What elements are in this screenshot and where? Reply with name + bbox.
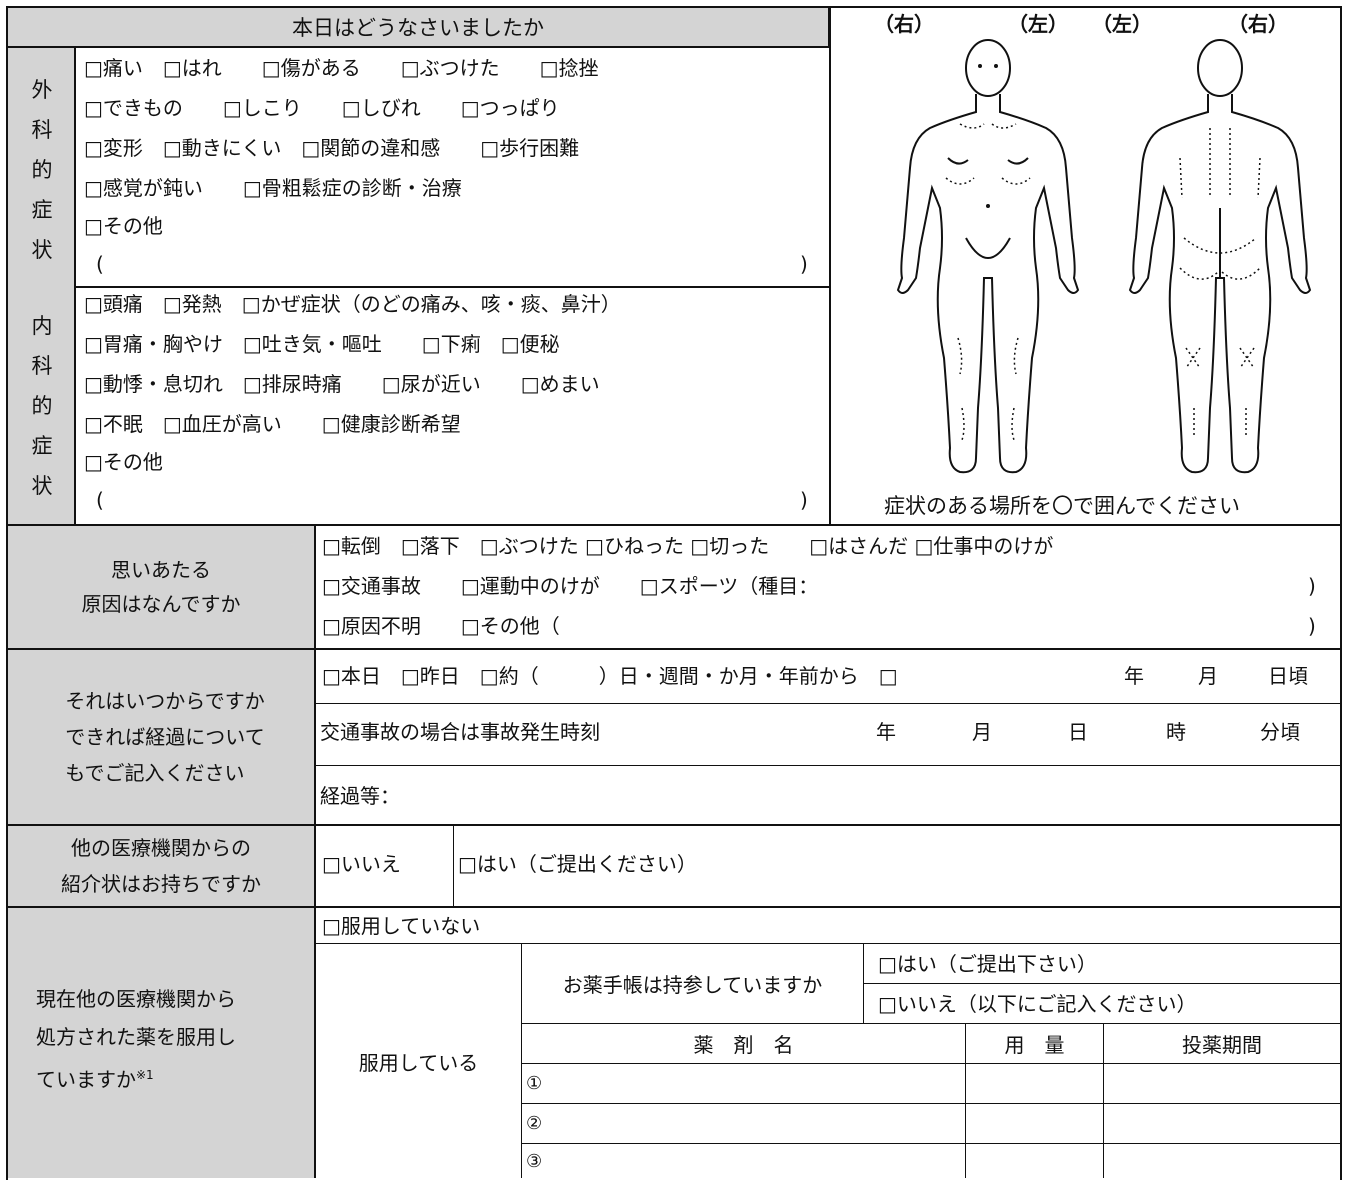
period-cell[interactable] xyxy=(1104,1064,1340,1104)
onset-label-cell: それはいつからですか できれば経過について もでご記入ください xyxy=(8,648,316,824)
internal-paren-open: ( xyxy=(96,488,104,512)
surgical-options-cell: □痛い □はれ □傷がある □ぶつけた □捻挫 □できもの □しこり □しびれ … xyxy=(76,48,830,288)
internal-line-5[interactable]: □その他 xyxy=(84,450,163,474)
referral-label: 他の医療機関からの 紹介状はお持ちですか xyxy=(61,836,261,896)
onset-row-3: 経過等： xyxy=(316,766,1340,824)
surgical-line-5[interactable]: □その他 xyxy=(84,214,163,238)
internal-paren-close: ) xyxy=(800,488,808,512)
onset-row-1: □本日 □昨日 □約（ ）日・週間・か月・年前から □ 年 月 日頃 xyxy=(316,648,1340,704)
surgical-line-2[interactable]: □できもの □しこり □しびれ □つっぱり xyxy=(84,96,560,120)
surgical-label-cell: 外 科 的 症 状 xyxy=(8,48,76,288)
onset-row1-day: 日頃 xyxy=(1268,664,1308,688)
internal-label: 内 科 的 症 状 xyxy=(31,314,53,498)
dose-cell[interactable] xyxy=(966,1064,1104,1104)
not-taking-option[interactable]: □服用していない xyxy=(322,914,481,938)
surgical-paren-close: ) xyxy=(800,252,808,276)
period-header: 投薬期間 xyxy=(1104,1024,1340,1064)
onset-row2-minute: 分頃 xyxy=(1260,720,1300,744)
drug-name-header: 薬 剤 名 xyxy=(522,1024,966,1064)
cause-label-cell: 思いあたる 原因はなんですか xyxy=(8,524,316,648)
header-cell: 本日はどうなさいましたか xyxy=(8,8,830,48)
onset-row2-month: 月 xyxy=(972,720,992,744)
cause-label: 思いあたる 原因はなんですか xyxy=(81,558,241,616)
onset-row2-day: 日 xyxy=(1068,720,1088,744)
referral-no-cell: □いいえ xyxy=(316,824,454,906)
body-figure-panel: （右） （左） （左） （右） xyxy=(830,8,1340,524)
taking-label[interactable]: 服用している xyxy=(358,1050,479,1075)
notebook-yes-option[interactable]: □はい（ご提出下さい） xyxy=(878,952,1097,976)
cause-line-2-close: ) xyxy=(1308,574,1316,598)
notebook-yes-cell: □はい（ご提出下さい） xyxy=(864,944,1340,984)
notebook-question: お薬手帳は持参していますか xyxy=(562,973,823,997)
onset-row1-year: 年 xyxy=(1124,664,1144,688)
onset-label: それはいつからですか できれば経過について もでご記入ください xyxy=(65,689,265,785)
cause-line-3-close: ) xyxy=(1308,614,1316,638)
row-number: ③ xyxy=(526,1151,543,1172)
dose-header: 用 量 xyxy=(966,1024,1104,1064)
taking-cell: 服用している xyxy=(316,944,522,1178)
table-row[interactable]: ② xyxy=(522,1104,966,1144)
notebook-no-cell: □いいえ（以下にご記入ください） xyxy=(864,984,1340,1024)
internal-other-field[interactable] xyxy=(116,480,796,520)
table-row[interactable]: ① xyxy=(522,1064,966,1104)
dose-cell[interactable] xyxy=(966,1144,1104,1178)
onset-row1-month: 月 xyxy=(1198,664,1218,688)
notebook-question-cell: お薬手帳は持参していますか xyxy=(522,944,864,1024)
surgical-line-3[interactable]: □変形 □動きにくい □関節の違和感 □歩行困難 xyxy=(84,136,580,160)
referral-yes-option[interactable]: □はい（ご提出ください） xyxy=(458,852,697,876)
onset-row3-text: 経過等： xyxy=(320,784,400,808)
referral-yes-cell: □はい（ご提出ください） xyxy=(454,824,1340,906)
row-number: ① xyxy=(526,1073,543,1094)
surgical-other-field[interactable] xyxy=(116,244,796,284)
medication-label: 現在他の医療機関から 処方された薬を服用し ていますか※1 xyxy=(36,987,236,1092)
cause-line-2[interactable]: □交通事故 □運動中のけが □スポーツ（種目： xyxy=(322,574,819,598)
referral-label-cell: 他の医療機関からの 紹介状はお持ちですか xyxy=(8,824,316,906)
period-cell[interactable] xyxy=(1104,1144,1340,1178)
figure-label-front-left: （左） xyxy=(1008,12,1068,36)
period-cell[interactable] xyxy=(1104,1104,1340,1144)
header-title: 本日はどうなさいましたか xyxy=(292,16,544,40)
table-row[interactable]: ③ xyxy=(522,1144,966,1178)
surgical-line-1[interactable]: □痛い □はれ □傷がある □ぶつけた □捻挫 xyxy=(84,56,599,80)
figure-label-back-right: （右） xyxy=(1228,12,1288,36)
figure-panel-divider xyxy=(829,8,831,524)
internal-line-2[interactable]: □胃痛・胸やけ □吐き気・嘔吐 □下痢 □便秘 xyxy=(84,332,560,356)
surgical-paren-open: ( xyxy=(96,252,104,276)
medication-label-cell: 現在他の医療機関から 処方された薬を服用し ていますか※1 xyxy=(8,906,316,1178)
referral-no-option[interactable]: □いいえ xyxy=(322,852,401,876)
cause-line-1[interactable]: □転倒 □落下 □ぶつけた □ひねった □切った □はさんだ □仕事中のけが xyxy=(322,534,1054,558)
surgical-line-4[interactable]: □感覚が鈍い □骨粗鬆症の診断・治療 xyxy=(84,176,462,200)
internal-line-4[interactable]: □不眠 □血圧が高い □健康診断希望 xyxy=(84,412,461,436)
figure-label-front-right: （右） xyxy=(874,12,934,36)
footnote-mark: ※1 xyxy=(136,1068,154,1082)
not-taking-cell: □服用していない xyxy=(316,906,1340,944)
figure-label-back-left: （左） xyxy=(1092,12,1152,36)
body-front-figure[interactable] xyxy=(888,28,1088,478)
notebook-no-option[interactable]: □いいえ（以下にご記入ください） xyxy=(878,992,1197,1016)
internal-line-3[interactable]: □動悸・息切れ □排尿時痛 □尿が近い □めまい xyxy=(84,372,600,396)
internal-options-cell: □頭痛 □発熱 □かぜ症状（のどの痛み、咳・痰、鼻汁） □胃痛・胸やけ □吐き気… xyxy=(76,288,830,524)
surgical-label: 外 科 的 症 状 xyxy=(31,78,53,262)
form-frame xyxy=(6,6,1342,1180)
row-number: ② xyxy=(526,1113,543,1134)
internal-line-1[interactable]: □頭痛 □発熱 □かぜ症状（のどの痛み、咳・痰、鼻汁） xyxy=(84,292,621,316)
onset-row1-text[interactable]: □本日 □昨日 □約（ ）日・週間・か月・年前から □ xyxy=(322,664,898,688)
onset-progress-field[interactable] xyxy=(412,776,1312,816)
onset-row2-text: 交通事故の場合は事故発生時刻 xyxy=(320,720,600,744)
body-back-figure[interactable] xyxy=(1120,28,1320,478)
internal-label-cell: 内 科 的 症 状 xyxy=(8,288,76,524)
onset-row-2: 交通事故の場合は事故発生時刻 年 月 日 時 分頃 xyxy=(316,704,1340,766)
onset-row2-hour: 時 xyxy=(1166,720,1186,744)
cause-options-cell: □転倒 □落下 □ぶつけた □ひねった □切った □はさんだ □仕事中のけが □… xyxy=(316,524,1340,648)
figure-caption: 症状のある場所を〇で囲んでください xyxy=(884,494,1240,518)
dose-cell[interactable] xyxy=(966,1104,1104,1144)
cause-line-3[interactable]: □原因不明 □その他（ xyxy=(322,614,560,638)
onset-row2-year: 年 xyxy=(876,720,896,744)
